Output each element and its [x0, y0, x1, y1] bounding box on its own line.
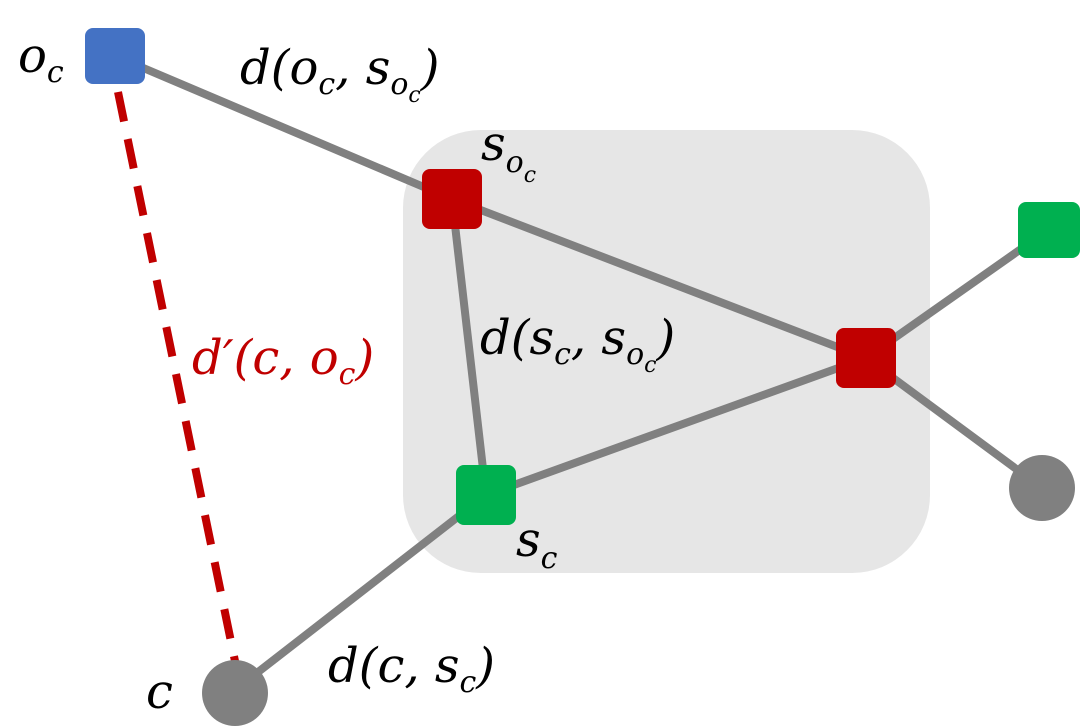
label-dprime-c-oc: d′(c, oc) [192, 330, 374, 392]
label-d-c-sc: d(c, sc) [328, 638, 495, 700]
edge-soc-hub [448, 195, 870, 362]
edge-sc-c [231, 491, 490, 694]
dashed-edge-c-oc [114, 91, 240, 667]
node-gray-right [1009, 455, 1075, 521]
node-c [202, 660, 268, 726]
label-oc: oc [18, 28, 64, 90]
label-sc: sc [516, 512, 558, 576]
node-oc [85, 28, 145, 84]
label-soc: soc [481, 116, 536, 188]
edge-soc-sc [448, 195, 490, 499]
node-green-right [1018, 202, 1080, 258]
edge-oc-soc [111, 52, 456, 203]
node-hub [836, 328, 896, 388]
edge-sc-hub [482, 354, 870, 499]
label-d-sc-soc: d(sc, soc) [480, 310, 675, 378]
node-sc [456, 465, 516, 525]
edge-hub-green [862, 226, 1052, 362]
shaded-region [403, 130, 930, 573]
label-d-oc-soc: d(oc, soc) [240, 40, 439, 108]
label-c: c [146, 664, 173, 720]
node-soc [422, 169, 482, 229]
